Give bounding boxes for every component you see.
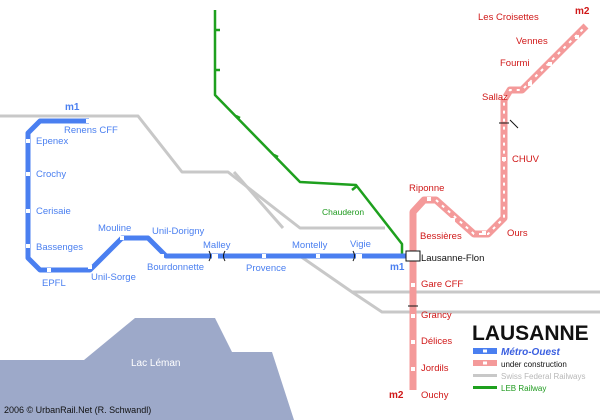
chauderon-label: Chauderon <box>322 207 364 217</box>
station-sallaz: Sallaz <box>482 92 508 103</box>
station-gare-cff: Gare CFF <box>421 279 463 290</box>
station-fourmi: Fourmi <box>500 58 530 69</box>
station-ouchy: Ouchy <box>421 390 449 401</box>
station-unil-sorge: Unil-Sorge <box>91 272 136 283</box>
leb-railway <box>213 10 404 254</box>
station-bassenges: Bassenges <box>36 242 83 253</box>
legend-m1-text: Métro-Ouest <box>501 347 561 358</box>
m1-tag-bottom: m1 <box>390 262 405 273</box>
legend-railway-swatch <box>473 374 497 377</box>
m1-line <box>25 118 406 273</box>
station-montelly: Montelly <box>292 240 328 251</box>
m1-station-dots <box>26 119 362 272</box>
station-jordils: Jordils <box>421 363 449 374</box>
swiss-railways <box>0 114 600 314</box>
station-riponne: Riponne <box>409 183 444 194</box>
m2-tag-top: m2 <box>575 6 590 17</box>
station-cerisaie: Cerisaie <box>36 206 71 217</box>
station-renens-cff: Renens CFF <box>64 125 118 136</box>
m2-tunnel-marks <box>408 119 519 307</box>
legend: LAUSANNE Métro-Ouest under construction … <box>472 322 589 393</box>
credit: 2006 © UrbanRail.Net (R. Schwandl) <box>4 405 151 415</box>
lake-label: Lac Léman <box>131 358 180 369</box>
m2-tag-bottom: m2 <box>389 390 404 401</box>
station-provence: Provence <box>246 263 286 274</box>
station-epfl: EPFL <box>42 278 66 289</box>
m1-tag-top: m1 <box>65 102 80 113</box>
m1-tunnel-marks <box>208 250 355 262</box>
station-grancy: Grancy <box>421 310 452 321</box>
legend-title: LAUSANNE <box>472 322 589 345</box>
lake-leman <box>0 318 294 420</box>
station-mouline: Mouline <box>98 223 131 234</box>
station-crochy: Crochy <box>36 169 66 180</box>
station-unil-dorigny: Unil-Dorigny <box>152 226 205 237</box>
legend-leb-swatch <box>473 386 497 389</box>
legend-construction-text: under construction <box>501 360 567 369</box>
station-bourdonnette: Bourdonnette <box>147 262 204 273</box>
station-delices: Délices <box>421 336 452 347</box>
station-les-croisettes: Les Croisettes <box>478 12 539 23</box>
legend-leb-text: LEB Railway <box>501 384 546 393</box>
station-ours: Ours <box>507 228 528 239</box>
legend-railway-text: Swiss Federal Railways <box>501 372 585 381</box>
station-chuv: CHUV <box>512 154 540 165</box>
station-bessieres: Bessières <box>420 231 462 242</box>
station-malley: Malley <box>203 240 231 251</box>
station-epenex: Epenex <box>36 136 68 147</box>
m2-station-dots <box>411 35 579 395</box>
station-lausanne-flon: Lausanne-Flon <box>421 253 484 264</box>
station-vigie: Vigie <box>350 239 371 250</box>
m2-flon-interchange <box>405 250 421 262</box>
station-vennes: Vennes <box>516 36 548 47</box>
